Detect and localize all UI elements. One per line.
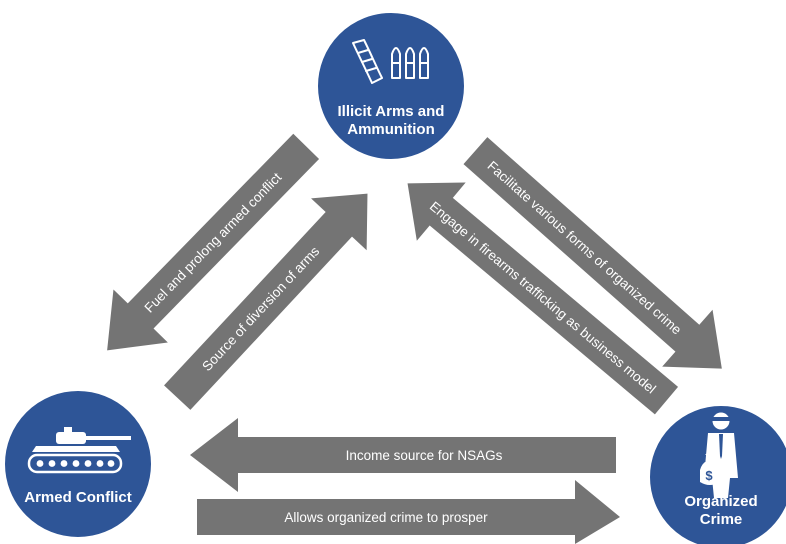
node-label-crime-line1: Organized (684, 493, 757, 510)
arrow-allows-crime-to-prosper: Allows organized crime to prosper (197, 480, 620, 544)
node-label-arms-line1: Illicit Arms and (338, 103, 445, 120)
masked-criminal-with-money-bag-icon: $ (700, 412, 738, 498)
arrow-label-income: Income source for NSAGs (346, 448, 503, 463)
node-armed-conflict: Armed Conflict (3, 389, 153, 539)
svg-text:$: $ (705, 468, 713, 483)
node-label-armed-conflict: Armed Conflict (24, 489, 132, 506)
node-organized-crime: $ Organized Crime (648, 404, 786, 544)
arrow-income-source-nsags: Income source for NSAGs (190, 418, 616, 492)
node-illicit-arms: Illicit Arms and Ammunition (316, 11, 466, 161)
arrow-label-diversion: Source of diversion of arms (199, 243, 322, 374)
tank-icon (27, 427, 131, 474)
rifle-magazine-and-bullets-icon (352, 39, 429, 84)
arrow-label-allows: Allows organized crime to prosper (284, 510, 488, 525)
node-label-crime-line2: Crime (700, 511, 743, 528)
node-label-arms-line2: Ammunition (347, 121, 435, 138)
